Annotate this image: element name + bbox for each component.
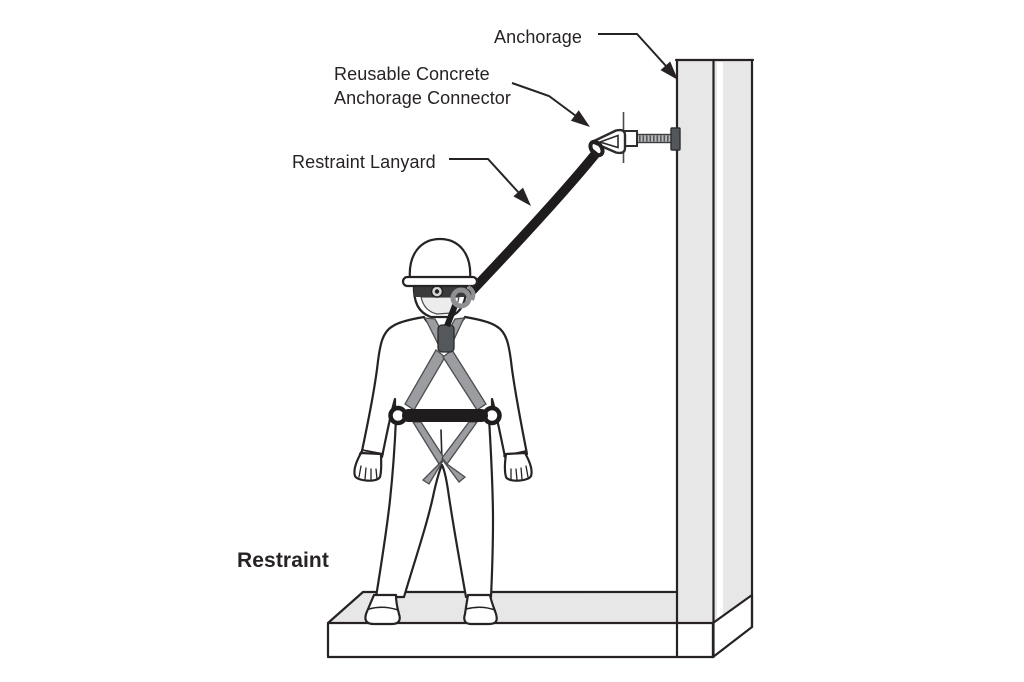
carabiner-link [588,139,605,158]
label-restraint-lanyard: Restraint Lanyard [292,152,436,172]
worker-legs [374,416,495,599]
belt-bar [402,409,488,422]
anchorage-wall-outline [674,58,755,659]
caption-restraint: Restraint [237,549,329,572]
hard-hat [408,237,472,281]
worker-hand-left [353,451,383,482]
thigh-strap-right [441,458,467,483]
shoe-right-cuff [465,606,496,611]
label-anchorage: Anchorage [494,27,582,47]
lanyard-leader-arrow [513,187,531,206]
label-connector: Reusable Concrete Anchorage Connector [334,62,511,110]
shoe-left-cuff [368,606,399,611]
label-connector-line1: Reusable Concrete [334,64,490,84]
hard-hat-brim [401,275,479,288]
lanyard-leader-line [449,158,520,194]
goggle-lens-center [434,289,440,294]
waist-belt [388,405,502,426]
anchorage-wall [677,60,752,623]
delta-link-hole [597,134,619,149]
chest-pad [437,324,455,353]
connector-leader-line [511,82,577,117]
snap-hook [444,285,476,328]
restraint-lanyard-strap [463,149,601,300]
thigh-strap-left [421,458,445,485]
anchorage-leader-arrow [660,61,678,80]
anchorage-leader-line [598,33,667,67]
leader-lines [449,33,678,206]
platform-slab [328,592,752,623]
label-connector-line2: Anchorage Connector [334,88,512,108]
concrete-anchor-connector [588,112,681,163]
wall-plate [670,127,681,151]
worker-shoe-left [364,593,401,626]
worker-hand-right [503,451,533,482]
connector-leader-arrow [570,110,590,127]
worker-figure [353,237,533,626]
